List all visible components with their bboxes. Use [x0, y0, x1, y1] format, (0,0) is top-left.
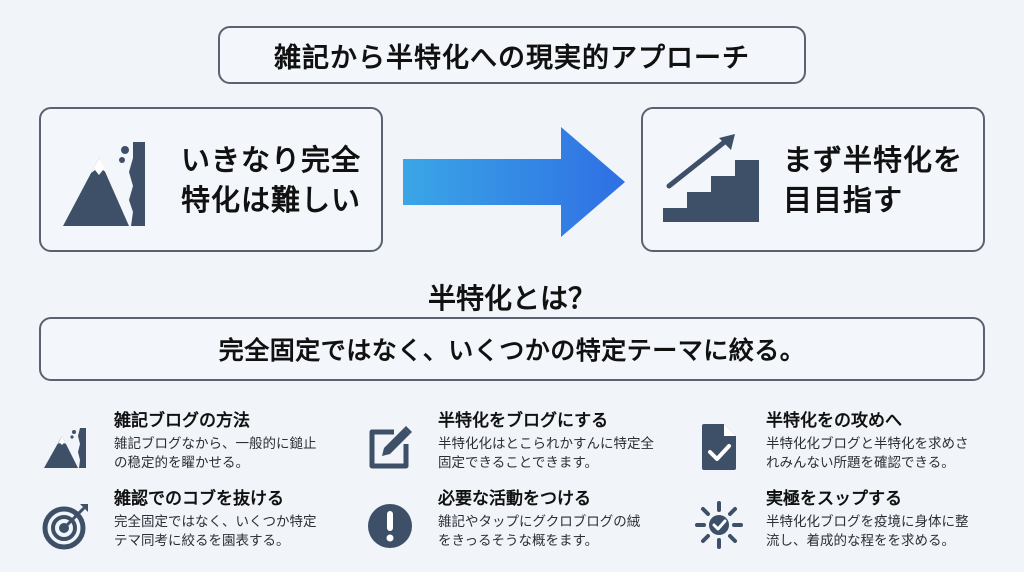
current-state-line2: 特化は難しい	[181, 182, 362, 217]
feature-desc: 完全固定ではなく、いくつか特定	[114, 514, 317, 530]
feature-desc: 雑記ブログなから、一般的に鎚止	[114, 436, 317, 452]
exclamation-icon	[368, 504, 412, 548]
definition-box: 完全固定ではなく、いくつかの特定テーマに絞る。	[39, 317, 985, 381]
feature-item: 半特化をの攻めへ 半特化化ブログと半特化を求めさ れみんない所題を確認できる。	[694, 410, 1014, 480]
feature-title: 実極をスップする	[766, 489, 902, 509]
stairs-growth-icon	[663, 133, 759, 222]
document-check-icon	[702, 424, 736, 470]
feature-desc: 固定できることできます。	[438, 455, 598, 471]
feature-item: 半特化をブログにする 半特化化はとこられかすんに特定全 固定できることできます。	[366, 410, 686, 480]
title-box: 雑記から半特化への現実的アプローチ	[218, 26, 806, 84]
feature-desc: テマ同考に絞るを園表する。	[114, 533, 290, 549]
feature-title: 雑認でのコブを抜ける	[114, 489, 284, 509]
definition-text: 完全固定ではなく、いくつかの特定テーマに絞る。	[218, 336, 806, 365]
feature-desc: 雑記やタップにグクロブログの絨	[438, 514, 641, 530]
feature-title: 半特化をブログにする	[438, 411, 609, 431]
sun-check-icon	[695, 501, 743, 549]
feature-item: 実極をスップする 半特化化ブログを疫境に身体に整 流し、着成的な程をを求める。	[694, 488, 1014, 558]
feature-desc: の稳定的を矅かせる。	[114, 455, 249, 471]
feature-title: 必要な活動をつける	[438, 489, 591, 509]
page-title: 雑記から半特化への現実的アプローチ	[274, 42, 750, 74]
feature-item: 必要な活動をつける 雑記やタップにグクロブログの絨 をきっるそうな概をます。	[366, 488, 686, 558]
target-icon	[42, 504, 88, 550]
right-arrow-icon	[403, 127, 625, 237]
edit-icon	[369, 426, 412, 469]
feature-item: 雑認でのコブを抜ける 完全固定ではなく、いくつか特定 テマ同考に絞るを園表する。	[42, 488, 362, 558]
goal-state-line1: まず半特化を	[783, 142, 964, 177]
goal-state-line2: 目目指す	[783, 182, 904, 217]
feature-desc: れみんない所題を確認できる。	[766, 455, 955, 471]
feature-title: 雑記ブログの方法	[114, 411, 250, 431]
definition-heading: 半特化とは？	[427, 282, 596, 315]
feature-item: 雑記ブログの方法 雑記ブログなから、一般的に鎚止 の稳定的を矅かせる。	[42, 410, 362, 480]
feature-desc: 流し、着成的な程をを求める。	[766, 533, 955, 549]
feature-title: 半特化をの攻めへ	[766, 411, 902, 431]
mountain-cliff-icon	[63, 141, 145, 226]
current-state-line1: いきなり完全	[181, 142, 362, 177]
feature-desc: 半特化化はとこられかすんに特定全	[438, 436, 654, 452]
current-state-card: いきなり完全 特化は難しい	[39, 107, 383, 252]
feature-desc: 半特化化ブログを疫境に身体に整	[766, 514, 969, 530]
mountain-icon	[44, 428, 86, 468]
feature-desc: をきっるそうな概をます。	[438, 533, 599, 549]
goal-state-card: まず半特化を 目目指す	[641, 107, 985, 252]
feature-desc: 半特化化ブログと半特化を求めさ	[766, 436, 969, 452]
